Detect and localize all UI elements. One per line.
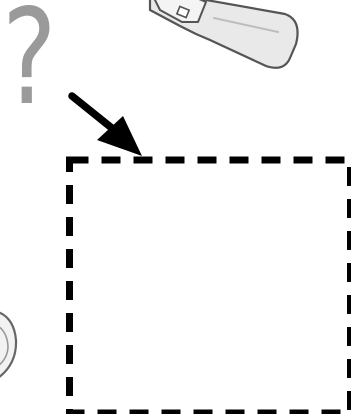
arrow-pointer-icon [72, 96, 142, 156]
usb-drive-icon [150, 0, 298, 68]
drop-zone[interactable] [70, 160, 351, 413]
partial-round-object-icon [0, 312, 16, 378]
